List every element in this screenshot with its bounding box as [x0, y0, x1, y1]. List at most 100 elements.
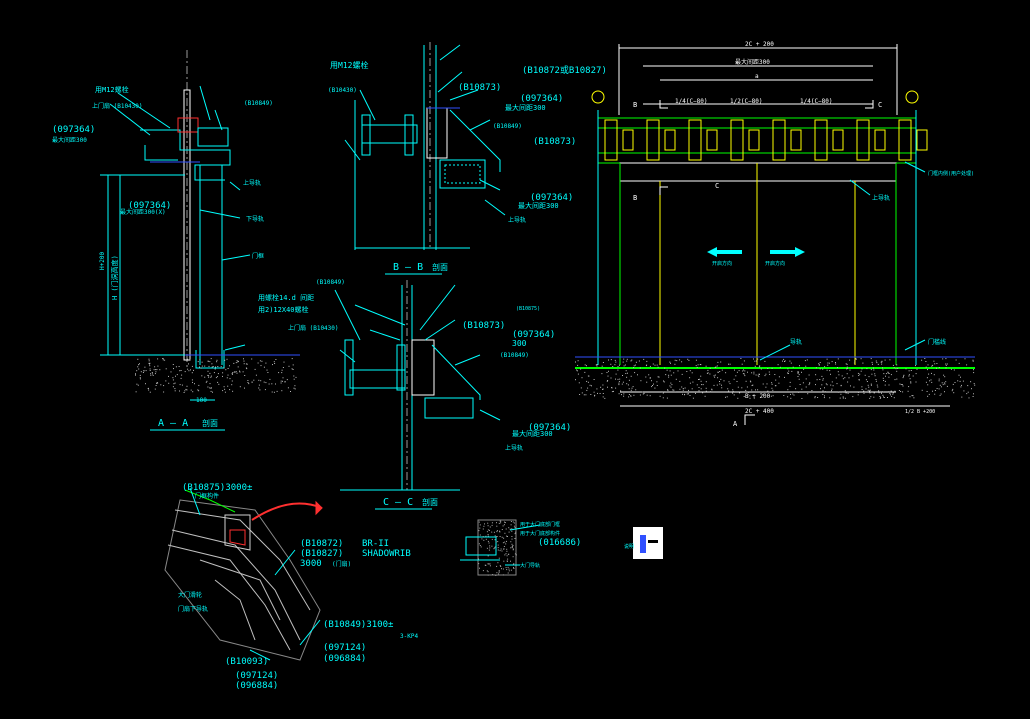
hatch-dot [973, 369, 974, 371]
hatch-dot [154, 388, 156, 390]
hatch-dot [908, 374, 910, 376]
hatch-dot [725, 372, 727, 374]
hatch-dot [787, 396, 789, 398]
hatch-dot [278, 372, 280, 374]
hatch-dot [505, 528, 507, 530]
hatch-dot [847, 381, 849, 383]
hatch-dot [610, 359, 612, 361]
track-hanger [730, 119, 744, 161]
elev-total-dim: 2C + 400 [745, 408, 774, 415]
hatch-dot [288, 365, 290, 367]
elev-a-dim: a [755, 73, 759, 80]
hatch-dot [736, 381, 738, 382]
hatch-dot [925, 361, 927, 362]
hatch-dot [500, 566, 502, 567]
hatch-dot [265, 382, 267, 384]
hatch-dot [674, 359, 676, 361]
hatch-dot [792, 366, 794, 368]
hatch-dot [789, 385, 791, 387]
hatch-dot [671, 384, 673, 386]
hatch-dot [774, 374, 776, 375]
hatch-dot [634, 364, 636, 366]
hatch-dot [135, 374, 136, 376]
hatch-dot [801, 398, 803, 399]
iso-ref1b: 门框构件 [195, 492, 219, 500]
hatch-dot [496, 565, 498, 567]
hatch-dot [590, 394, 592, 395]
hatch-dot [515, 531, 517, 533]
hatch-dot [231, 373, 233, 375]
hatch-dot [488, 549, 490, 551]
hatch-dot [510, 524, 512, 526]
hatch-dot [899, 383, 901, 385]
hatch-dot [487, 529, 489, 531]
hatch-dot [247, 380, 249, 381]
hatch-dot [246, 368, 248, 370]
hatch-dot [514, 527, 516, 529]
hatch-dot [210, 390, 212, 392]
hatch-dot [234, 371, 236, 373]
hatch-dot [849, 369, 851, 371]
hatch-dot [869, 389, 871, 391]
hatch-dot [674, 363, 676, 365]
hatch-dot [651, 380, 652, 382]
hatch-dot [510, 521, 512, 522]
hatch-dot [623, 365, 625, 367]
hatch-dot [209, 372, 211, 374]
hatch-dot [601, 373, 603, 375]
hatch-dot [898, 390, 900, 391]
hatch-dot [827, 362, 829, 364]
hatch-dot [217, 366, 219, 367]
hatch-dot [831, 361, 833, 363]
hatch-dot [793, 394, 795, 396]
hatch-dot [654, 387, 656, 389]
hatch-dot [623, 395, 625, 397]
hatch-dot [511, 547, 513, 549]
hatch-dot [225, 369, 227, 371]
hatch-dot [709, 367, 711, 369]
hatch-dot [495, 574, 497, 576]
hatch-dot [497, 544, 499, 546]
hatch-dot [208, 365, 210, 367]
hatch-dot [251, 358, 253, 360]
hatch-dot [487, 563, 489, 565]
hatch-dot [819, 379, 821, 380]
hatch-dot [282, 367, 284, 368]
hatch-dot [243, 363, 245, 365]
hatch-dot [245, 367, 247, 369]
hatch-dot [792, 393, 794, 395]
hatch-dot [498, 557, 500, 559]
hatch-dot [191, 372, 193, 374]
hatch-dot [754, 360, 756, 362]
hatch-dot [831, 381, 833, 383]
hatch-dot [836, 383, 838, 385]
hatch-dot [705, 381, 707, 383]
hatch-dot [155, 369, 157, 371]
hatch-dot [511, 538, 513, 540]
hatch-dot [284, 381, 286, 383]
hatch-dot [877, 363, 879, 365]
hatch-dot [294, 385, 296, 387]
hatch-dot [933, 360, 935, 362]
hatch-dot [208, 375, 210, 377]
hatch-dot [498, 571, 500, 573]
hatch-dot [138, 364, 139, 366]
hatch-dot [790, 362, 792, 364]
hatch-dot [236, 360, 238, 362]
track-hanger [772, 119, 786, 161]
hatch-dot [667, 389, 669, 391]
hatch-dot [608, 370, 609, 372]
legend-text: 说明 [624, 543, 634, 550]
hatch-dot [597, 392, 598, 394]
hatch-dot [577, 373, 579, 375]
aa-ref-b10849: (B10849) [244, 100, 273, 107]
hatch-dot [790, 393, 791, 395]
hatch-dot [479, 524, 481, 526]
hatch-dot [706, 372, 708, 374]
hatch-dot [275, 359, 277, 360]
track-hanger [814, 119, 828, 161]
hatch-dot [248, 383, 250, 385]
hatch-dot [797, 372, 799, 374]
hatch-dot [487, 522, 489, 524]
hatch-dot [139, 363, 140, 365]
